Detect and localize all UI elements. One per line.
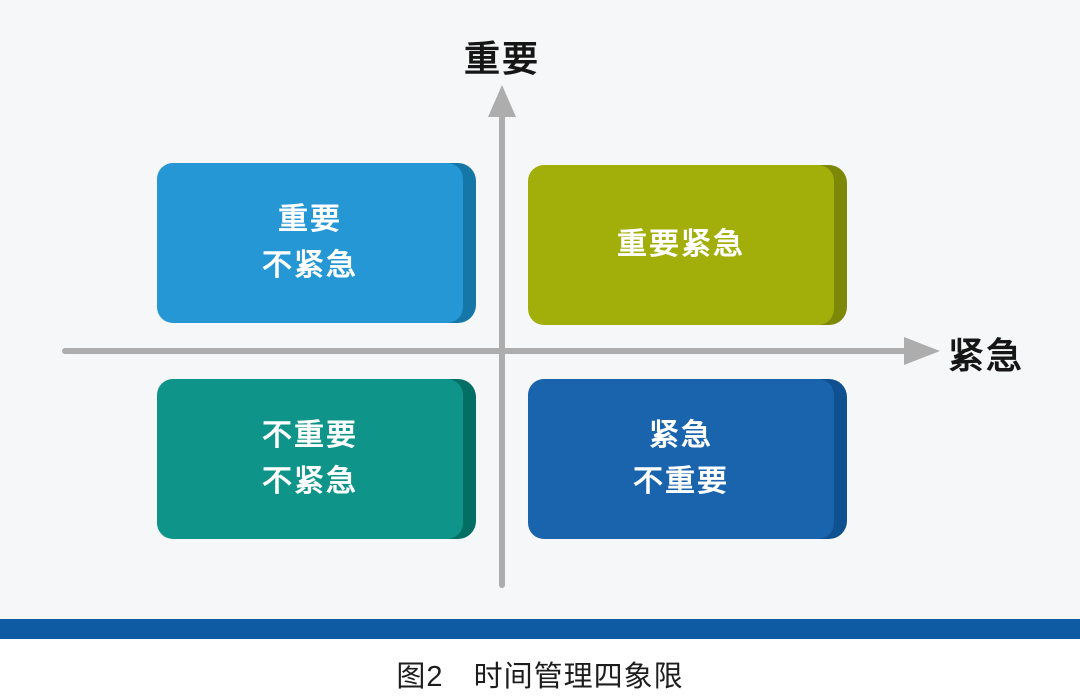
divider-bar [0, 619, 1080, 639]
quadrant-label: 紧急 不重要 [528, 379, 834, 539]
quadrant-label-line: 重要紧急 [617, 228, 745, 261]
quadrant-label-line: 紧急 [649, 419, 713, 452]
quadrant-label-line: 不紧急 [262, 249, 358, 282]
arrow-up-icon [488, 85, 516, 117]
quadrant-label: 不重要 不紧急 [157, 379, 463, 539]
quadrant-not-important-not-urgent: 不重要 不紧急 [157, 379, 476, 539]
quadrant-important-not-urgent: 重要 不紧急 [157, 163, 476, 323]
quadrant-label-line: 不重要 [262, 419, 358, 452]
x-axis-line [62, 348, 907, 354]
quadrant-label: 重要 不紧急 [157, 163, 463, 323]
quadrant-label: 重要紧急 [528, 165, 834, 325]
figure-caption: 图2 时间管理四象限 [0, 653, 1080, 695]
quadrant-urgent-not-important: 紧急 不重要 [528, 379, 847, 539]
quadrant-label-line: 不重要 [633, 465, 729, 498]
quadrant-label-line: 不紧急 [262, 465, 358, 498]
diagram-background: 重要 紧急 重要 不紧急 重要紧急 不重要 不紧急 [62, 38, 1025, 588]
y-axis-label: 重要 [463, 38, 541, 79]
quadrant-important-urgent: 重要紧急 [528, 165, 847, 325]
arrow-right-icon [904, 337, 940, 365]
x-axis-label: 紧急 [948, 335, 1025, 376]
quadrant-label-line: 重要 [278, 203, 342, 236]
figure-title: 时间管理四象限 [473, 661, 684, 693]
figure-number: 图2 [396, 661, 444, 693]
